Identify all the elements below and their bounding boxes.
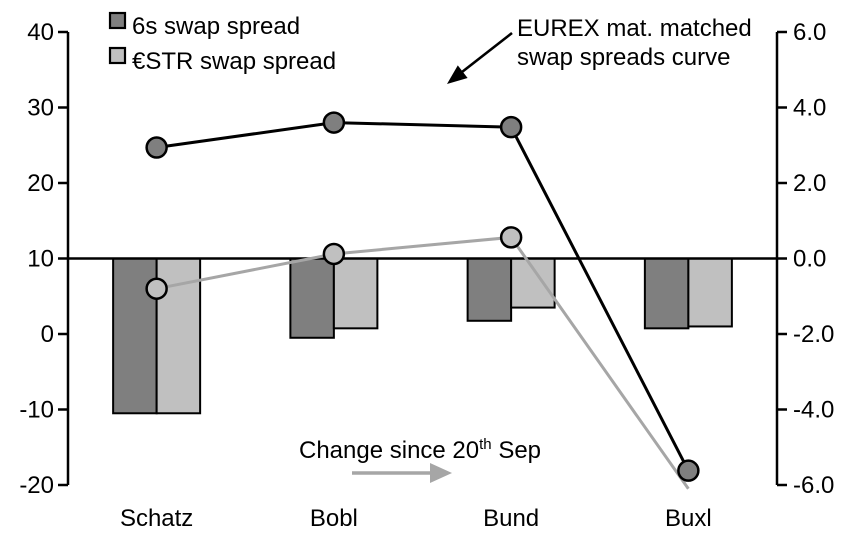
x-axis-label-bund: Bund: [483, 505, 539, 532]
left-axis-tick-label: 0: [41, 321, 54, 348]
right-axis-tick-label: 0.0: [793, 246, 826, 273]
estr-curve-marker-bobl: [322, 242, 346, 266]
estr-curve-marker-bund: [499, 226, 523, 249]
estr-curve-marker-schatz: [145, 277, 168, 300]
6s-curve-marker-bobl: [322, 111, 346, 134]
6s-curve-line: [156, 121, 690, 472]
6s-curve-marker-buxl: [677, 459, 700, 482]
x-axis-label-bobl: Bobl: [310, 505, 358, 532]
left-axis-tick-label: -20: [19, 472, 54, 499]
x-axis-label-buxl: Buxl: [665, 505, 712, 532]
annotation-arrow-shaft: [461, 31, 513, 74]
legend-swatch-estr: [108, 46, 127, 65]
right-axis-tick-label: -4.0: [793, 397, 834, 424]
6s-curve-marker-bund: [499, 115, 523, 139]
bar-6s-buxl: [643, 257, 690, 330]
bar-6s-bobl: [289, 257, 335, 339]
bar-estr-buxl: [687, 257, 733, 328]
right-axis-tick-label: 6.0: [793, 19, 826, 46]
x-axis-label-schatz: Schatz: [120, 505, 193, 532]
annotation-arrow-head-icon: [447, 65, 468, 84]
left-axis-tick-label: 30: [27, 95, 54, 122]
6s-curve-marker-schatz: [145, 136, 168, 159]
curve-annotation-line2: swap spreads curve: [517, 44, 730, 71]
left-axis-tick-label: 20: [27, 170, 54, 197]
right-axis-tick-label: -2.0: [793, 321, 834, 348]
estr-curve-line: [156, 235, 690, 490]
left-axis-tick-label: 40: [27, 19, 54, 46]
left-axis-tick-label: -10: [19, 397, 54, 424]
bar-6s-bund: [466, 257, 513, 322]
legend-swatch-6s: [108, 11, 127, 30]
curve-annotation-line1: EUREX mat. matched: [517, 15, 752, 42]
legend-label-6s: 6s swap spread: [132, 13, 300, 40]
right-axis-tick-label: 4.0: [793, 95, 826, 122]
right-axis-tick-label: 2.0: [793, 170, 826, 197]
legend-label-estr: €STR swap spread: [132, 48, 336, 75]
change-arrow-head-icon: [430, 463, 452, 483]
change-annotation: Change since 20th Sep: [299, 436, 541, 464]
bar-estr-bobl: [332, 257, 379, 330]
right-axis-tick-label: -6.0: [793, 472, 834, 499]
left-axis-tick-label: 10: [27, 246, 54, 273]
